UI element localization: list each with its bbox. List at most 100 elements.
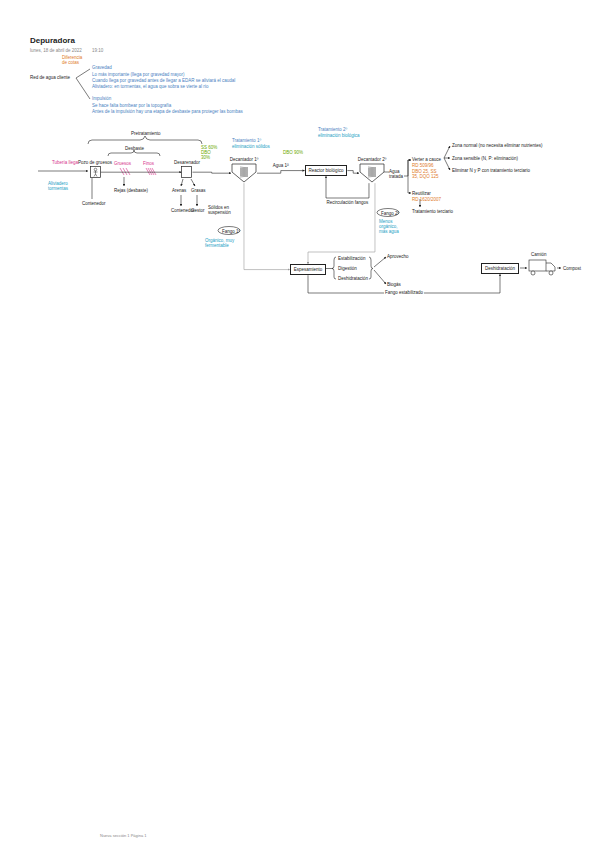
flow-arrow <box>347 171 359 174</box>
note-label: 19:10 <box>92 48 103 53</box>
note-label: Tratamiento 1º <box>232 138 261 143</box>
bracket <box>88 136 202 144</box>
note-label: Desbaste <box>125 146 144 151</box>
note-label: Gestor <box>191 208 205 213</box>
node-text: Reactor biológico <box>309 168 344 173</box>
node-text: Decantador 1º <box>230 157 259 162</box>
flow-arrow <box>326 176 369 198</box>
node-text: Desarenador <box>174 160 200 165</box>
note-label: SS 60% DBO 30% <box>201 145 219 161</box>
branch-line <box>408 160 411 176</box>
unit-box <box>181 166 192 178</box>
node-text: Espesamiento <box>294 267 323 272</box>
note-label: Se hace falta bombear por la topografía <box>92 103 171 108</box>
note-label: Contenedor <box>82 201 106 206</box>
note-label: Estabilización <box>338 256 366 261</box>
note-label: Verter a cauce <box>412 157 441 162</box>
note-label: Cuando llega por gravedad antes de llega… <box>92 78 235 83</box>
flow-arrow <box>257 171 305 174</box>
tank-outline <box>359 163 385 183</box>
note-label: Gruesos <box>114 161 131 166</box>
leader-line <box>191 179 195 186</box>
leader-line <box>197 195 198 206</box>
process-box: Deshidratación <box>481 263 519 274</box>
leader-line <box>557 268 561 269</box>
note-label: eliminación sólidos <box>232 144 270 149</box>
node-text: Deshidratación <box>485 266 515 271</box>
settling-tank: Decantador 1º <box>230 157 259 183</box>
branch-line <box>444 158 450 159</box>
branch-line <box>76 78 90 99</box>
leader-line <box>181 179 183 186</box>
note-label: Zona normal (no necesita eliminar nutrie… <box>452 143 543 148</box>
note-label: Pretratamiento <box>131 131 161 136</box>
outlet-line <box>384 172 389 173</box>
note-label: Eliminar N y P con tratamiento terciario <box>452 168 530 173</box>
node-text: Decantador 2º <box>358 157 387 162</box>
note-label: Camión <box>531 252 547 257</box>
note-label: Sólidos en suspensión <box>208 205 240 215</box>
note-label: Menos orgánico, más agua <box>379 219 405 235</box>
settling-tank: Decantador 2º <box>358 157 387 183</box>
flow-arrow <box>192 172 231 173</box>
flow-arrow <box>101 172 182 173</box>
leader-line <box>181 195 182 206</box>
note-label: Tratamiento terciario <box>412 209 453 214</box>
note-label: Grasas <box>191 188 206 193</box>
note-label: Antes de la impulsión hay una etapa de d… <box>92 109 243 114</box>
sludge-ellipse <box>377 209 399 217</box>
note-label: Nueva sección 1 Página 1 <box>100 834 146 839</box>
note-label: Rejas (desbaste) <box>114 188 148 193</box>
note-label: Compost <box>563 266 581 271</box>
unit-box <box>90 166 101 178</box>
note-label: Biogás <box>387 282 401 287</box>
note-label: Agua tratada <box>389 169 405 179</box>
branch-line <box>444 158 450 170</box>
note-label: lunes, 18 de abril de 2022 <box>30 48 82 53</box>
note-label: Aprovecho <box>387 254 409 259</box>
note-label: Lo más importante (llega por gravedad ma… <box>92 72 185 77</box>
note-label: Finos <box>143 161 154 166</box>
note-label: Zona sensible (N, P: eliminación) <box>452 156 518 161</box>
branch-line <box>76 69 90 78</box>
note-label: Tubería llega <box>52 160 78 165</box>
flow-arrow <box>308 183 375 264</box>
brace <box>332 257 336 279</box>
note-label: Fango 1º <box>222 229 240 234</box>
note-label: DBO 25, SS 35, DQO 125 <box>412 169 440 179</box>
note-label: DBO 90% <box>283 150 303 155</box>
note-label: Red de agua cliente <box>30 75 70 80</box>
process-box: Reactor biológico <box>305 165 348 176</box>
note-label: Impulsión <box>92 96 111 101</box>
note-label: Diferencia de cotas <box>62 55 86 65</box>
tank-outline <box>231 163 257 183</box>
process-box: Espesamiento <box>290 264 327 275</box>
note-label: RD 1620/2007 <box>412 197 441 202</box>
note-label: Tratamiento 2º <box>318 127 347 132</box>
note-label: RD 509/96 <box>412 163 434 168</box>
branch-line <box>444 146 450 158</box>
edge-label: Recirculación fangos <box>326 200 370 205</box>
process-box: Desarenador <box>174 160 200 178</box>
leader-line <box>124 177 125 186</box>
flow-arrow <box>244 183 290 269</box>
leader-line <box>92 178 93 199</box>
note-label: Deshidratación <box>338 276 368 281</box>
branch-line <box>404 160 411 193</box>
brace <box>369 257 373 279</box>
inlet-pipe <box>38 171 88 172</box>
truck-icon <box>529 260 555 275</box>
branch-line <box>374 257 386 267</box>
note-label: eliminación biológica <box>318 133 360 138</box>
note-label: Aliviadero: en tormentas, el agua que so… <box>92 84 209 89</box>
sludge-ellipse <box>218 227 240 235</box>
note-label: Reutilizar <box>412 191 431 196</box>
screen-mark <box>146 168 156 175</box>
note-label: Orgánico, muy fermentable <box>205 238 239 248</box>
node-text: Pozo de gruesos <box>78 160 112 165</box>
note-label: Fango 2º <box>381 211 399 216</box>
note-label: Gravedad <box>92 65 112 70</box>
